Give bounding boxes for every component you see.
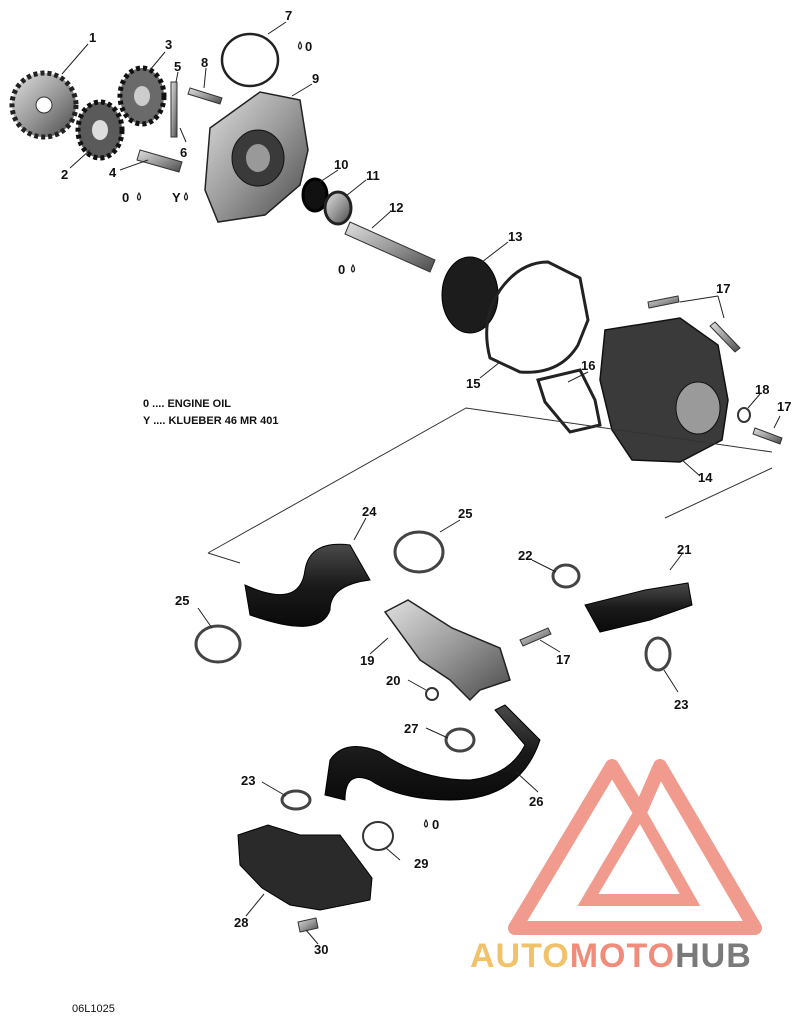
callout-6: 6 — [180, 145, 187, 160]
part-28-outlet-housing — [237, 824, 373, 911]
watermark-logo — [508, 759, 762, 935]
part-25-clamp — [393, 530, 445, 574]
callout-21: 21 — [677, 542, 691, 557]
part-4-shaft — [136, 149, 183, 173]
callout-5: 5 — [174, 59, 181, 74]
oil-mark-7: 0 — [305, 39, 312, 54]
part-29-o-ring — [362, 821, 394, 851]
part-20-o-ring — [425, 687, 439, 701]
callout-9: 9 — [312, 71, 319, 86]
callout-17: 17 — [716, 281, 730, 296]
callout-30: 30 — [314, 942, 328, 957]
part-25-clamp — [194, 624, 242, 664]
lubricant-legend: 0 .... ENGINE OIL Y .... KLUEBER 46 MR 4… — [143, 396, 279, 430]
diagram-code: 06L1025 — [72, 1003, 115, 1015]
callout-labels: 1 2 3 4 5 6 7 8 9 10 11 12 13 14 15 16 1… — [61, 8, 791, 957]
part-19-thermostat-housing — [383, 599, 511, 702]
part-11-bearing — [323, 190, 353, 226]
part-1-gear — [9, 70, 79, 140]
part-5-pin — [170, 81, 178, 138]
watermark-hub: HUB — [675, 937, 752, 975]
callout-25: 25 — [175, 593, 189, 608]
part-15-gasket — [485, 260, 590, 374]
drop-icon — [350, 263, 356, 273]
grease-mark-6: Y — [172, 190, 181, 205]
part-23-clamp — [644, 636, 672, 672]
callout-28: 28 — [234, 915, 248, 930]
callout-17: 17 — [777, 399, 791, 414]
assembly-bracket-line — [207, 407, 773, 564]
callout-24: 24 — [362, 504, 377, 519]
callout-12: 12 — [389, 200, 403, 215]
callout-26: 26 — [529, 794, 543, 809]
callout-16: 16 — [581, 358, 595, 373]
part-2-gear — [75, 99, 125, 161]
part-14-pump-cover — [599, 317, 729, 463]
part-10-seal — [301, 177, 329, 213]
callout-3: 3 — [165, 37, 172, 52]
callout-1: 1 — [89, 30, 96, 45]
oil-mark-4: 0 — [122, 190, 129, 205]
callout-8: 8 — [201, 55, 208, 70]
drop-icon — [136, 191, 142, 201]
watermark-auto: AUTO — [470, 937, 570, 975]
part-3-gear — [117, 65, 167, 127]
callout-27: 27 — [404, 721, 418, 736]
callout-23: 23 — [674, 697, 688, 712]
drop-icon — [297, 40, 303, 50]
callout-18: 18 — [755, 382, 769, 397]
callout-17: 17 — [556, 652, 570, 667]
callout-29: 29 — [414, 856, 428, 871]
oil-mark-12: 0 — [338, 262, 345, 277]
part-17-bolt — [647, 295, 680, 309]
part-24-hose — [244, 543, 371, 627]
part-23-clamp — [280, 789, 312, 811]
part-13-impeller — [441, 256, 499, 334]
watermark-text: AUTOMOTOHUB — [470, 937, 752, 976]
part-7-o-ring — [220, 32, 280, 88]
part-26-hose — [324, 704, 541, 801]
callout-4: 4 — [109, 165, 117, 180]
part-17-bolt — [519, 627, 552, 647]
part-21-hose — [584, 582, 693, 633]
part-30-bolt — [297, 917, 319, 933]
part-27-clamp — [444, 727, 476, 753]
part-16-gasket — [536, 368, 602, 434]
callout-11: 11 — [366, 168, 380, 183]
callout-19: 19 — [360, 653, 374, 668]
part-22-clamp — [551, 563, 581, 589]
part-12-impeller-shaft — [344, 221, 436, 273]
callout-10: 10 — [334, 157, 348, 172]
part-17-bolt — [709, 321, 741, 353]
oil-drop-icons — [136, 40, 429, 828]
callout-25: 25 — [458, 506, 472, 521]
legend-grease: Y .... KLUEBER 46 MR 401 — [143, 415, 279, 427]
lubrication-marks: 0 0 Y 0 0 — [122, 39, 439, 832]
watermark-moto: MOTO — [569, 937, 676, 975]
drop-icon — [183, 191, 189, 201]
leader-lines — [61, 21, 781, 945]
drop-icon — [423, 818, 429, 828]
part-8-bolt — [187, 87, 223, 105]
part-9-pump-housing — [204, 91, 309, 223]
callout-7: 7 — [285, 8, 292, 23]
legend-engine-oil: 0 .... ENGINE OIL — [143, 398, 232, 410]
part-18-washer — [737, 407, 751, 423]
callout-14: 14 — [698, 470, 713, 485]
callout-2: 2 — [61, 167, 68, 182]
callout-23: 23 — [241, 773, 255, 788]
part-17-bolt — [752, 427, 783, 445]
oil-mark-29: 0 — [432, 817, 439, 832]
callout-15: 15 — [466, 376, 480, 391]
callout-22: 22 — [518, 548, 532, 563]
callout-20: 20 — [386, 673, 400, 688]
callout-13: 13 — [508, 229, 522, 244]
